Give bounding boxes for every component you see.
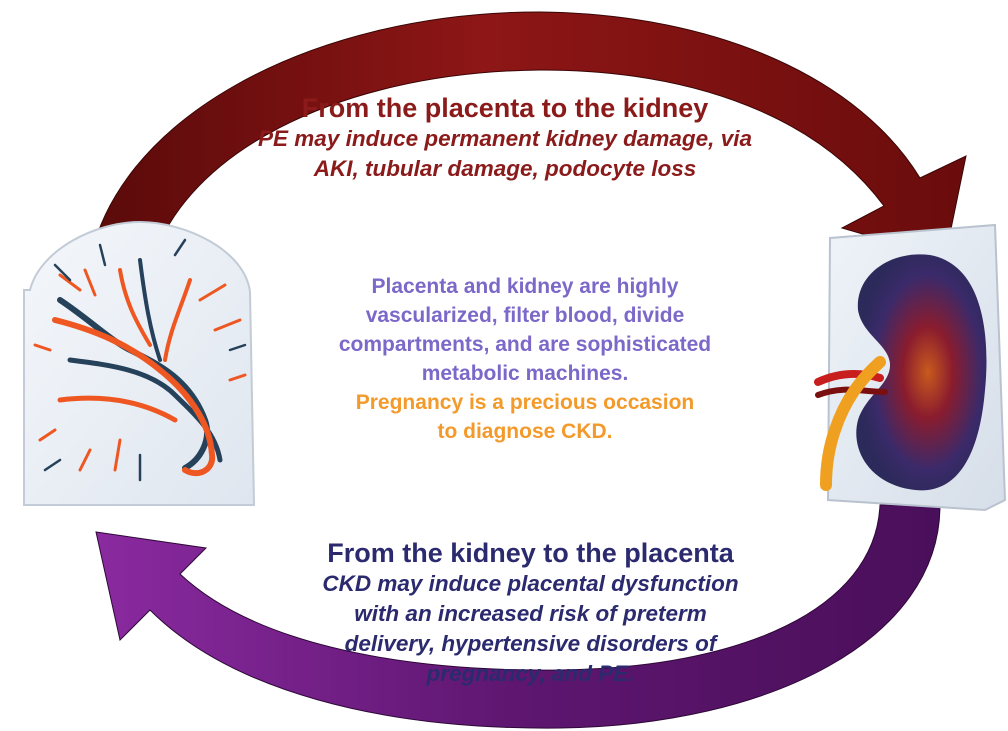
bottom-heading: From the kidney to the placenta bbox=[238, 537, 823, 569]
kidney-vascular-cast-icon bbox=[818, 225, 1005, 510]
center-orange-line: to diagnose CKD. bbox=[300, 417, 750, 446]
bottom-line: CKD may induce placental dysfunction bbox=[238, 569, 823, 599]
placenta-vascular-cast-icon bbox=[24, 222, 254, 505]
top-caption: From the placenta to the kidney PE may i… bbox=[180, 92, 830, 184]
bottom-line: pregnancy, and PE. bbox=[238, 659, 823, 689]
center-caption: Placenta and kidney are highly vasculari… bbox=[300, 272, 750, 446]
top-line: PE may induce permanent kidney damage, v… bbox=[180, 124, 830, 154]
center-purple-line: compartments, and are sophisticated bbox=[300, 330, 750, 359]
bottom-line: with an increased risk of preterm bbox=[238, 599, 823, 629]
top-heading: From the placenta to the kidney bbox=[180, 92, 830, 124]
bottom-caption: From the kidney to the placenta CKD may … bbox=[238, 537, 823, 689]
center-orange-line: Pregnancy is a precious occasion bbox=[300, 388, 750, 417]
top-line: AKI, tubular damage, podocyte loss bbox=[180, 154, 830, 184]
bottom-line: delivery, hypertensive disorders of bbox=[238, 629, 823, 659]
center-purple-line: vascularized, filter blood, divide bbox=[300, 301, 750, 330]
center-purple-line: metabolic machines. bbox=[300, 359, 750, 388]
center-purple-line: Placenta and kidney are highly bbox=[300, 272, 750, 301]
